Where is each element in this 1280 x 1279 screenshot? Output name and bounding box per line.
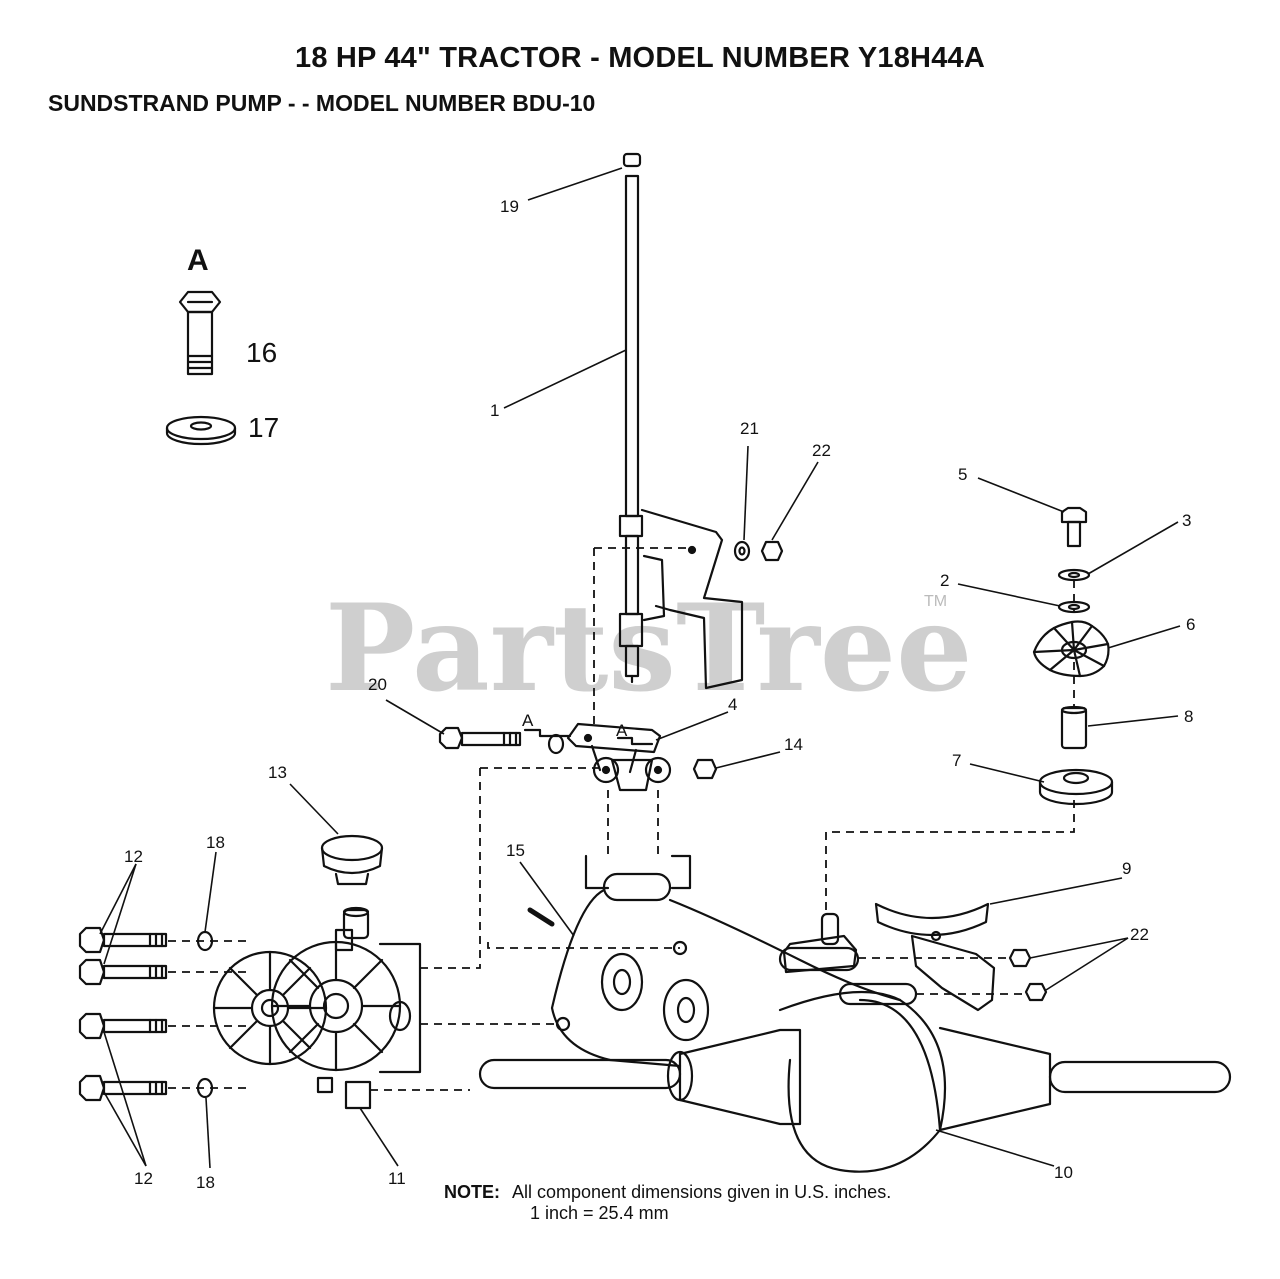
section-marker-a-right: A [616,721,628,740]
watermark-tm: TM [924,593,947,610]
callout-8: 8 [1184,707,1193,726]
cap-13-icon [320,834,384,886]
page-title: 18 HP 44" TRACTOR - MODEL NUMBER Y18H44A [295,42,985,74]
callout-7: 7 [952,751,961,770]
pin-15-icon [527,907,555,927]
callout-21: 21 [740,419,759,438]
callout-2: 2 [940,571,949,590]
nut-22-icon [760,540,784,562]
transaxle-10-part [478,854,1232,1173]
nut-22-lower-icon [1024,982,1048,1002]
callout-20: 20 [368,675,387,694]
note-label: NOTE: [444,1182,500,1202]
callout-18-bottom: 18 [196,1173,215,1192]
callout-22-top: 22 [812,441,831,460]
callout-12-top: 12 [124,847,143,866]
detail-a-bolt-icon [178,290,222,376]
shift-rod-part [618,152,644,684]
note-line-1: All component dimensions given in U.S. i… [512,1182,892,1202]
callout-15: 15 [506,841,525,860]
callout-17: 17 [248,412,279,443]
callout-14: 14 [784,735,803,754]
washer-21-icon [733,540,751,562]
bolts-12-icon [78,926,168,1102]
nut-14-icon [692,758,718,780]
pulley-assembly-part [1032,506,1114,806]
callout-19-top: 19 [500,197,519,216]
callout-6: 6 [1186,615,1195,634]
callout-13: 13 [268,763,287,782]
note-line-2: 1 inch = 25.4 mm [530,1203,669,1223]
callout-18-top: 18 [206,833,225,852]
callout-9: 9 [1122,859,1131,878]
bracket-9-part [874,902,996,1012]
dimensions-note: NOTE: All component dimensions given in U… [444,1182,891,1224]
callout-22-bottom: 22 [1130,925,1149,944]
callout-1: 1 [490,401,499,420]
page-subtitle: SUNDSTRAND PUMP - - MODEL NUMBER BDU-10 [48,90,596,116]
callout-3: 3 [1182,511,1191,530]
nut-22-upper-icon [1008,948,1032,968]
control-arm-part [566,722,672,792]
callout-16: 16 [246,337,277,368]
pump-11-part [212,906,422,1110]
bolt-20-icon [438,726,565,755]
detail-a-washer-icon [165,415,237,446]
section-marker-a-left: A [522,711,534,730]
watermark-text: PartsTree [325,578,972,719]
callout-4: 4 [728,695,737,714]
callout-10: 10 [1054,1163,1073,1182]
callout-12-bottom: 12 [134,1169,153,1188]
callout-5: 5 [958,465,967,484]
callout-11: 11 [388,1169,406,1188]
detail-a-letter: A [187,244,209,277]
shift-bracket-part [640,508,744,690]
